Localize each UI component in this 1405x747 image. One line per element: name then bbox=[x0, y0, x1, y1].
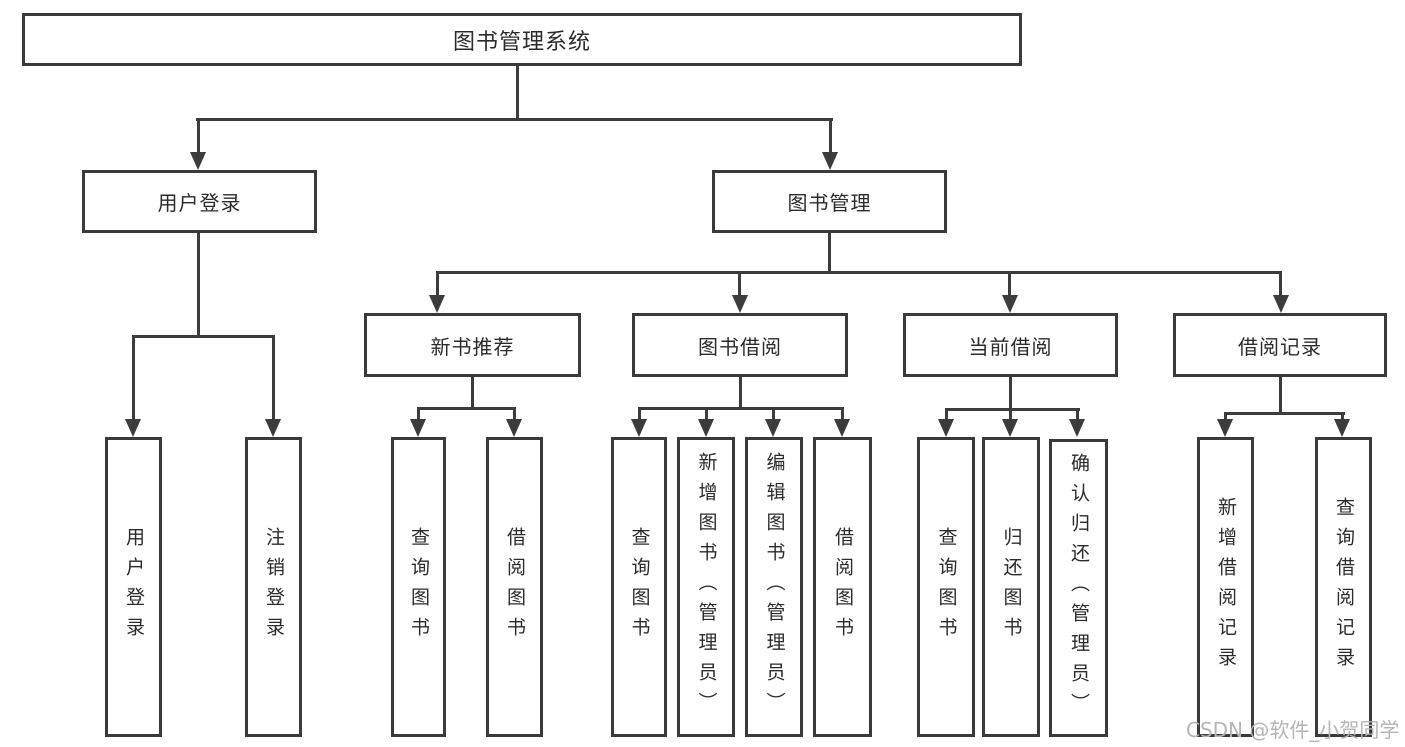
connector-current-borrow-bar bbox=[945, 408, 1080, 411]
node-library-system: 图书管理系统 bbox=[22, 13, 1022, 66]
leaf-return-books: 归还图书 bbox=[982, 437, 1040, 737]
connector-stem bbox=[1008, 274, 1011, 297]
connector-stem bbox=[705, 410, 708, 421]
node-book-management: 图书管理 bbox=[712, 170, 947, 233]
leaf-query-books-2: 查询图书 bbox=[611, 437, 667, 737]
leaf-add-borrow-record: 新增借阅记录 bbox=[1197, 437, 1254, 737]
leaf-borrow-books: 借阅图书 bbox=[486, 437, 543, 737]
leaf-query-borrow-record: 查询借阅记录 bbox=[1315, 437, 1372, 737]
csdn-watermark: CSDN @软件_小贺同学 bbox=[1186, 718, 1400, 742]
connector-stem bbox=[1076, 411, 1079, 421]
connector-stem bbox=[841, 410, 844, 421]
connector-borrow-records-drop bbox=[1279, 377, 1282, 415]
arrow-down-icon bbox=[822, 152, 838, 170]
arrow-down-icon bbox=[265, 419, 281, 437]
arrow-down-icon bbox=[1217, 419, 1233, 437]
connector-stem bbox=[1279, 274, 1282, 297]
connector-stem bbox=[272, 338, 275, 419]
connector-stem bbox=[829, 121, 832, 154]
connector-user-login-drop bbox=[197, 233, 200, 335]
connector-current-borrow-drop bbox=[1009, 377, 1012, 411]
arrow-down-icon bbox=[506, 419, 522, 437]
arrow-down-icon bbox=[1334, 419, 1350, 437]
leaf-user-login: 用户登录 bbox=[105, 437, 162, 737]
arrow-down-icon bbox=[631, 419, 647, 437]
leaf-logout-login: 注销登录 bbox=[245, 437, 302, 737]
connector-book-borrow-bar bbox=[638, 407, 844, 410]
connector-stem bbox=[132, 338, 135, 419]
connector-new-book-bar bbox=[417, 407, 516, 410]
leaf-confirm-return-admin: 确认归还（管理员） bbox=[1049, 439, 1108, 737]
leaf-borrow-books-2: 借阅图书 bbox=[813, 437, 872, 737]
connector-stem bbox=[945, 411, 948, 421]
connector-user-login-bar bbox=[132, 335, 275, 338]
connector-stem bbox=[1341, 415, 1344, 421]
node-user-login: 用户登录 bbox=[82, 170, 317, 233]
connector-book-mgmt-drop bbox=[828, 233, 831, 274]
arrow-down-icon bbox=[698, 419, 714, 437]
arrow-down-icon bbox=[1069, 419, 1085, 437]
arrow-down-icon bbox=[125, 419, 141, 437]
connector-stem bbox=[436, 274, 439, 297]
leaf-add-book-admin: 新增图书（管理员） bbox=[677, 437, 735, 737]
connector-stem bbox=[417, 410, 420, 421]
node-new-book-recommendation: 新书推荐 bbox=[364, 313, 581, 377]
connector-stem bbox=[638, 410, 641, 421]
connector-root-bar bbox=[196, 118, 833, 121]
arrow-down-icon bbox=[732, 295, 748, 313]
connector-new-book-drop bbox=[471, 377, 474, 410]
leaf-query-books: 查询图书 bbox=[391, 437, 446, 737]
arrow-down-icon bbox=[429, 295, 445, 313]
arrow-down-icon bbox=[834, 419, 850, 437]
connector-root-drop bbox=[516, 66, 519, 121]
leaf-edit-book-admin: 编辑图书（管理员） bbox=[745, 437, 803, 737]
node-current-borrowing: 当前借阅 bbox=[903, 313, 1118, 377]
arrow-down-icon bbox=[938, 419, 954, 437]
arrow-down-icon bbox=[410, 419, 426, 437]
connector-stem bbox=[197, 121, 200, 154]
arrow-down-icon bbox=[190, 152, 206, 170]
connector-stem bbox=[1224, 415, 1227, 421]
arrow-down-icon bbox=[1002, 295, 1018, 313]
node-borrowing-records: 借阅记录 bbox=[1173, 313, 1387, 377]
connector-book-borrow-drop bbox=[739, 377, 742, 410]
connector-borrow-records-bar bbox=[1224, 412, 1345, 415]
connector-stem bbox=[513, 410, 516, 421]
connector-stem bbox=[738, 274, 741, 297]
arrow-down-icon bbox=[1002, 419, 1018, 437]
connector-stem bbox=[1009, 411, 1012, 421]
arrow-down-icon bbox=[1273, 295, 1289, 313]
connector-book-mgmt-bar bbox=[436, 271, 1282, 274]
node-book-borrowing: 图书借阅 bbox=[632, 313, 848, 377]
connector-stem bbox=[772, 410, 775, 421]
leaf-query-books-3: 查询图书 bbox=[917, 437, 975, 737]
arrow-down-icon bbox=[765, 419, 781, 437]
